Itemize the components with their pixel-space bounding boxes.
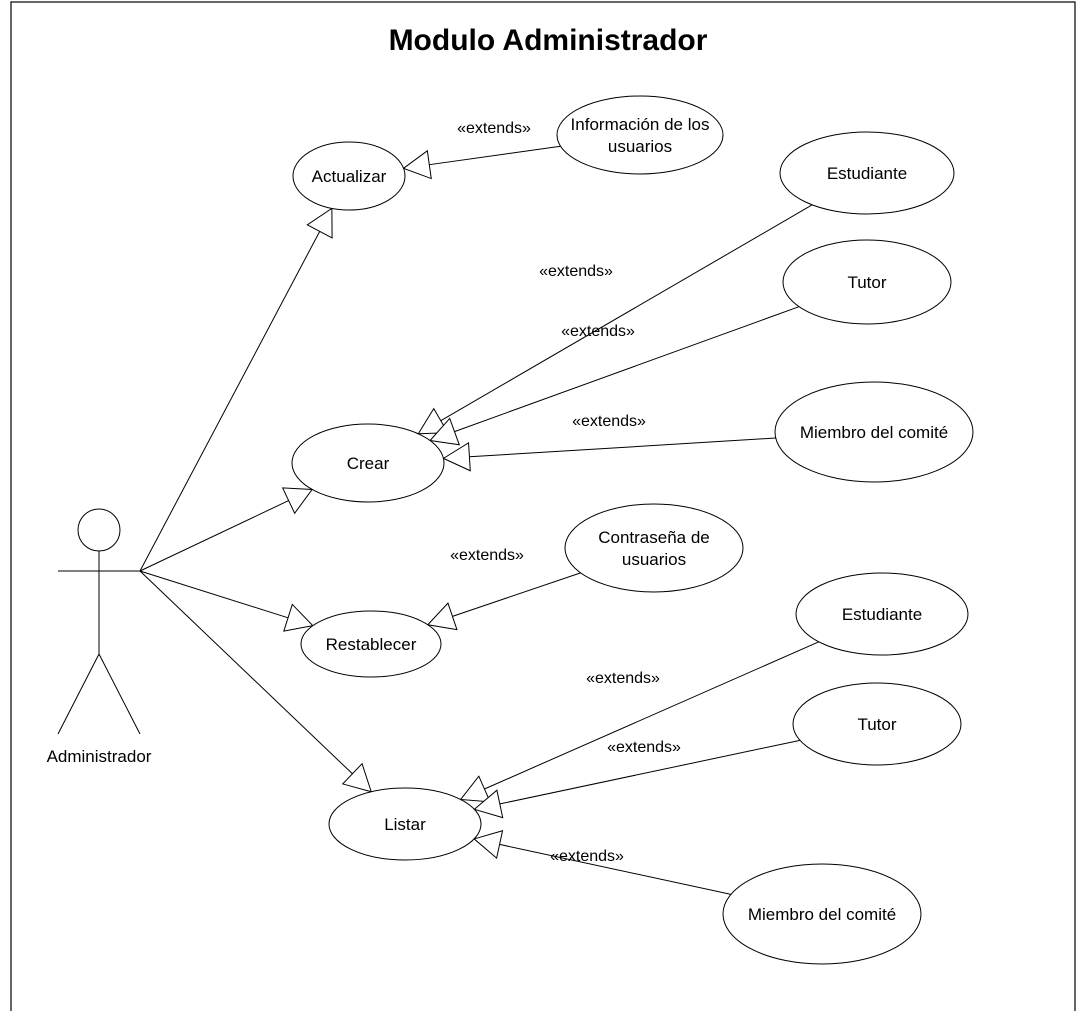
association-listar-arrowhead [341, 762, 372, 793]
use-case-label: Información de los [571, 115, 710, 134]
use-case-label: Estudiante [827, 164, 907, 183]
use-case-restablecer: Restablecer [300, 610, 442, 678]
use-case-estudiante-1: Estudiante [779, 131, 955, 215]
use-case-label: Contraseña de [598, 528, 710, 547]
use-case-label: usuarios [608, 137, 672, 156]
extends-estudiante-2-arrowhead [459, 775, 491, 803]
use-case-ellipse [564, 503, 744, 593]
association-restablecer-line [139, 570, 289, 619]
extends-label: «extends» [561, 323, 635, 340]
actor-left-leg [57, 653, 100, 735]
use-case-miembro-1: Miembro del comité [774, 381, 974, 483]
use-case-ellipse [795, 572, 969, 656]
use-case-listar: Listar [328, 787, 482, 861]
extends-label: «extends» [457, 120, 531, 137]
extends-miembro-1-arrowhead [442, 441, 471, 472]
use-case-ellipse [774, 381, 974, 483]
extends-info-usuarios-arrowhead [402, 149, 432, 180]
use-case-ellipse [291, 423, 445, 503]
actor-head [77, 508, 121, 552]
use-case-estudiante-2: Estudiante [795, 572, 969, 656]
actor-administrador: Administrador [47, 508, 152, 766]
use-case-label: Listar [384, 815, 426, 834]
extends-tutor-1-arrowhead [429, 417, 461, 446]
extends-tutor-2-line [499, 739, 801, 805]
association-restablecer-arrowhead [283, 603, 314, 632]
use-case-tutor-2: Tutor [792, 682, 962, 766]
association-crear-line [139, 500, 289, 572]
extends-miembro-1-line [469, 437, 776, 458]
use-case-ellipse [328, 787, 482, 861]
use-case-tutor-1: Tutor [782, 239, 952, 325]
association-actualizar-line [139, 231, 321, 572]
extends-contrasena-arrowhead [426, 602, 458, 631]
use-case-label: Estudiante [842, 605, 922, 624]
extends-label: «extends» [550, 848, 624, 865]
use-case-ellipse [779, 131, 955, 215]
extends-label: «extends» [586, 670, 660, 687]
use-case-actualizar: Actualizar [292, 141, 406, 211]
use-case-info-usuarios: Información de los usuarios [556, 95, 724, 175]
use-case-label: Tutor [847, 273, 886, 292]
diagram-title: Modulo Administrador [389, 24, 708, 57]
use-case-label: Miembro del comité [748, 905, 896, 924]
extends-contrasena-line [452, 572, 581, 617]
association-crear-arrowhead [281, 487, 314, 515]
extends-label: «extends» [607, 739, 681, 756]
use-case-ellipse [556, 95, 724, 175]
actor-label: Administrador [47, 747, 152, 766]
extends-estudiante-1-arrowhead [417, 407, 449, 435]
use-case-label: Miembro del comité [800, 423, 948, 442]
use-case-crear: Crear [291, 423, 445, 503]
extends-label: «extends» [450, 547, 524, 564]
use-case-ellipse [722, 863, 922, 965]
extends-miembro-2-line [499, 843, 732, 895]
use-case-label: Actualizar [312, 167, 387, 186]
extends-tutor-1-line [454, 306, 800, 433]
extends-estudiante-2-line [484, 641, 820, 790]
use-case-ellipse [300, 610, 442, 678]
extends-miembro-2-arrowhead [473, 830, 504, 860]
extends-tutor-2-arrowhead [473, 789, 504, 819]
association-listar-line [139, 570, 353, 775]
diagram-frame [10, 1, 1076, 1011]
use-case-label: usuarios [622, 550, 686, 569]
extends-label: «extends» [539, 263, 613, 280]
extends-label: «extends» [572, 413, 646, 430]
extends-info-usuarios-line [429, 145, 561, 166]
use-case-ellipse [782, 239, 952, 325]
extends-estudiante-1-line [440, 204, 813, 422]
actor-right-leg [98, 653, 141, 735]
use-case-label: Crear [347, 454, 390, 473]
use-case-label: Tutor [857, 715, 896, 734]
use-case-ellipse [792, 682, 962, 766]
use-case-miembro-2: Miembro del comité [722, 863, 922, 965]
use-case-label: Restablecer [326, 635, 417, 654]
use-case-contrasena: Contraseña de usuarios [564, 503, 744, 593]
use-case-ellipse [292, 141, 406, 211]
association-actualizar-arrowhead [306, 207, 333, 239]
